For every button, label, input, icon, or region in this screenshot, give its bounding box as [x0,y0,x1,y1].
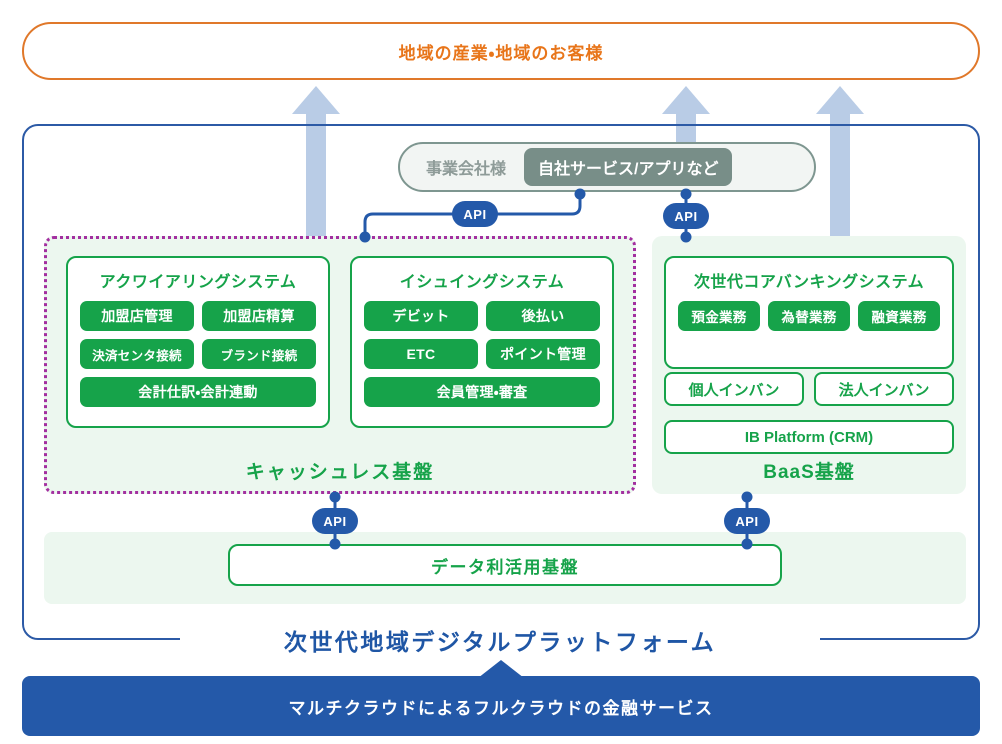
api-badge-issuing-to-service: API [452,201,498,227]
api-badge-baas-to-data: API [724,508,770,534]
baas-platform-label-wrap: BaaS基盤 [652,455,966,485]
chip-accounting-journal: 会計仕訳・会計連動 [80,377,316,407]
chip-merchant-management: 加盟店管理 [80,301,194,331]
api-badge-cashless-to-data: API [312,508,358,534]
chip-merchant-settlement: 加盟店精算 [202,301,316,331]
platform-title: 次世代地域デジタルプラットフォーム [283,629,717,655]
acquiring-chip-row-3: 会計仕訳・会計連動 [80,377,316,407]
chip-debit: デビット [364,301,478,331]
acquiring-system-title: アクワイアリングシステム [99,274,297,291]
core-banking-system-title: 次世代コアバンキングシステム [693,274,925,291]
core-banking-system-card: 次世代コアバンキングシステム 預金業務 為替業務 融資業務 [664,256,954,369]
data-platform-label: データ利活用基盤 [431,557,579,577]
chip-brand-connection: ブランド接続 [202,339,316,369]
baas-platform-label: BaaS基盤 [763,461,855,483]
chip-corporate-internet-banking: 法人インバン [814,372,954,406]
acquiring-chip-row-2: 決済センタ接続 ブランド接続 [80,339,316,369]
issuing-chip-row-2: ETC ポイント管理 [364,339,600,369]
chip-personal-internet-banking: 個人インバン [664,372,804,406]
chip-etc: ETC [364,339,478,369]
cloud-services-banner: マルチクラウドによるフルクラウドの金融サービス [22,676,980,736]
up-arrow-right [816,86,864,240]
own-service-chip: 自社サービス/アプリなど [524,148,733,186]
chip-deposit-business: 預金業務 [678,301,760,331]
chip-ib-platform-crm: IB Platform (CRM) [664,420,954,454]
issuing-system-card: イシュイングシステム デビット 後払い ETC ポイント管理 会員管理・審査 [350,256,614,428]
chip-exchange-business: 為替業務 [768,301,850,331]
core-banking-chip-row-1: 預金業務 為替業務 融資業務 [678,301,940,331]
up-arrow-middle [662,86,710,146]
cashless-platform-label-wrap: キャッシュレス基盤 [44,455,636,485]
api-badge-baas-to-service: API [663,203,709,229]
chip-payment-center-connection: 決済センタ接続 [80,339,194,369]
acquiring-system-card: アクワイアリングシステム 加盟店管理 加盟店精算 決済センタ接続 ブランド接続 … [66,256,330,428]
cloud-banner-notch [478,660,524,678]
cloud-services-label: マルチクラウドによるフルクラウドの金融サービス [288,698,714,718]
platform-title-wrap: 次世代地域デジタルプラットフォーム [180,622,820,658]
business-company-label: 事業会社様 [426,161,507,178]
cashless-platform-label: キャッシュレス基盤 [245,461,435,483]
business-company-box: 事業会社様 自社サービス/アプリなど [398,142,816,192]
chip-deferred-payment: 後払い [486,301,600,331]
up-arrow-left [292,86,340,240]
chip-lending-business: 融資業務 [858,301,940,331]
issuing-chip-row-3: 会員管理・審査 [364,377,600,407]
regional-customers-label: 地域の産業・地域のお客様 [398,43,604,63]
chip-point-management: ポイント管理 [486,339,600,369]
issuing-system-title: イシュイングシステム [399,274,565,291]
acquiring-chip-row-1: 加盟店管理 加盟店精算 [80,301,316,331]
data-platform-card: データ利活用基盤 [228,544,782,586]
chip-member-management-screening: 会員管理・審査 [364,377,600,407]
issuing-chip-row-1: デビット 後払い [364,301,600,331]
regional-customers-banner: 地域の産業・地域のお客様 [22,22,980,80]
